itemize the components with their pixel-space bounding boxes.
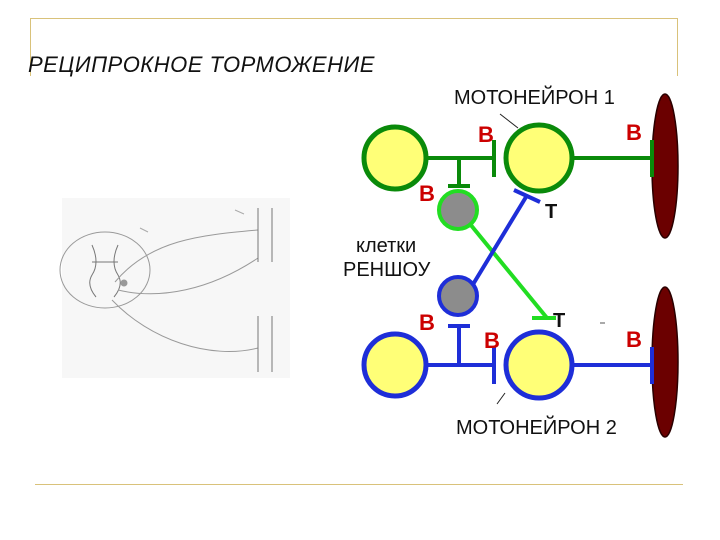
excite-label-bottom-right: В xyxy=(626,327,642,352)
pointer-motoneuron-2 xyxy=(496,392,506,405)
excite-label-bottom-left: В xyxy=(484,328,500,353)
motoneuron-1 xyxy=(503,122,575,194)
excite-label-top-left: В xyxy=(478,122,494,147)
blue-pathway xyxy=(426,324,654,384)
spinal-cord-sketch xyxy=(59,198,290,378)
renshaw-label-line2: РЕНШОУ xyxy=(343,259,431,281)
motoneuron-2-label: МОТОНЕЙРОН 2 xyxy=(456,415,617,439)
sensory-neuron-bottom xyxy=(361,331,429,399)
renshaw-cell-bottom xyxy=(437,275,479,317)
inhibit-label-bottom: Т xyxy=(553,310,565,332)
renshaw-cell-top xyxy=(437,189,479,231)
renshaw-2-terminal xyxy=(513,188,541,204)
frame-left-line xyxy=(30,18,31,76)
motoneuron-1-label: МОТОНЕЙРОН 1 xyxy=(454,85,615,109)
excite-label-renshaw-bottom: В xyxy=(419,310,435,335)
frame-bottom-line xyxy=(35,484,683,485)
inhibit-label-top: Т xyxy=(545,201,557,223)
muscle-bottom xyxy=(651,286,679,438)
muscle-top xyxy=(651,93,679,239)
page-title: РЕЦИПРОКНОЕ ТОРМОЖЕНИЕ xyxy=(28,52,375,77)
motoneuron-2 xyxy=(503,329,575,401)
green-pathway xyxy=(428,140,654,188)
excite-label-renshaw-top: В xyxy=(419,181,435,206)
frame-top-line xyxy=(30,18,678,19)
renshaw-label-line1: клетки xyxy=(356,235,416,257)
excite-label-top-right: В xyxy=(626,120,642,145)
sensory-neuron-top xyxy=(361,124,429,192)
frame-right-line xyxy=(677,18,678,76)
pointer-motoneuron-1 xyxy=(499,113,519,129)
renshaw-2-connection xyxy=(470,195,528,288)
renshaw-1-connection xyxy=(468,222,549,320)
